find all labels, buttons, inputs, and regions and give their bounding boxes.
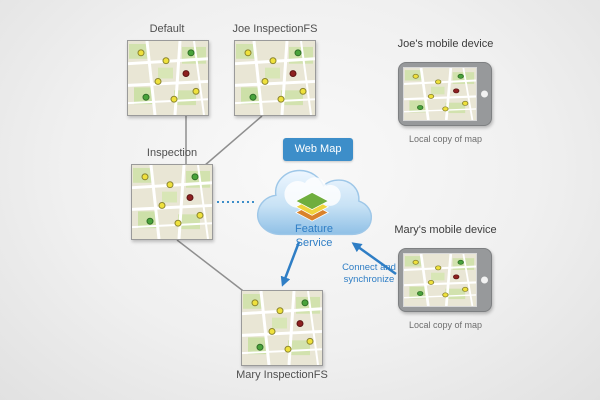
web-map-badge: Web Map xyxy=(283,138,353,161)
arrow-marydevice-to-cloud xyxy=(351,242,397,276)
map-icon xyxy=(132,165,212,239)
tablet-button-icon xyxy=(481,90,488,98)
tablet-mary-icon xyxy=(398,248,492,312)
sync-annotation: Connect and synchronize xyxy=(342,262,396,286)
layers-icon xyxy=(295,192,330,222)
device-title-mary: Mary's mobile device xyxy=(394,224,497,236)
map-icon xyxy=(128,41,208,115)
tablet-screen xyxy=(403,253,477,307)
map-node-maryfs xyxy=(241,290,323,366)
map-label-maryfs: Mary InspectionFS xyxy=(236,369,328,381)
connector-joefs-to-inspection xyxy=(203,115,263,167)
cloud-icon xyxy=(257,169,373,236)
map-node-joefs xyxy=(234,40,316,116)
map-icon xyxy=(404,254,476,306)
map-icon xyxy=(404,68,476,120)
map-label-inspection: Inspection xyxy=(146,147,198,159)
tablet-screen xyxy=(403,67,477,121)
map-label-default: Default xyxy=(149,23,185,35)
map-label-joefs: Joe InspectionFS xyxy=(232,23,318,35)
device-caption-joe: Local copy of map xyxy=(408,134,483,144)
connector-inspection-to-maryfs xyxy=(176,239,252,298)
map-node-default xyxy=(127,40,209,116)
feature-service-label: Feature Service xyxy=(295,223,333,250)
device-title-joe: Joe's mobile device xyxy=(397,38,494,50)
map-icon xyxy=(242,291,322,365)
tablet-joe-icon xyxy=(398,62,492,126)
map-icon xyxy=(235,41,315,115)
tablet-button-icon xyxy=(481,276,488,284)
device-caption-mary: Local copy of map xyxy=(408,320,483,330)
arrow-cloud-to-maryfs xyxy=(280,241,301,287)
feature-service-cloud: Feature Service xyxy=(252,152,376,252)
map-node-inspection xyxy=(131,164,213,240)
